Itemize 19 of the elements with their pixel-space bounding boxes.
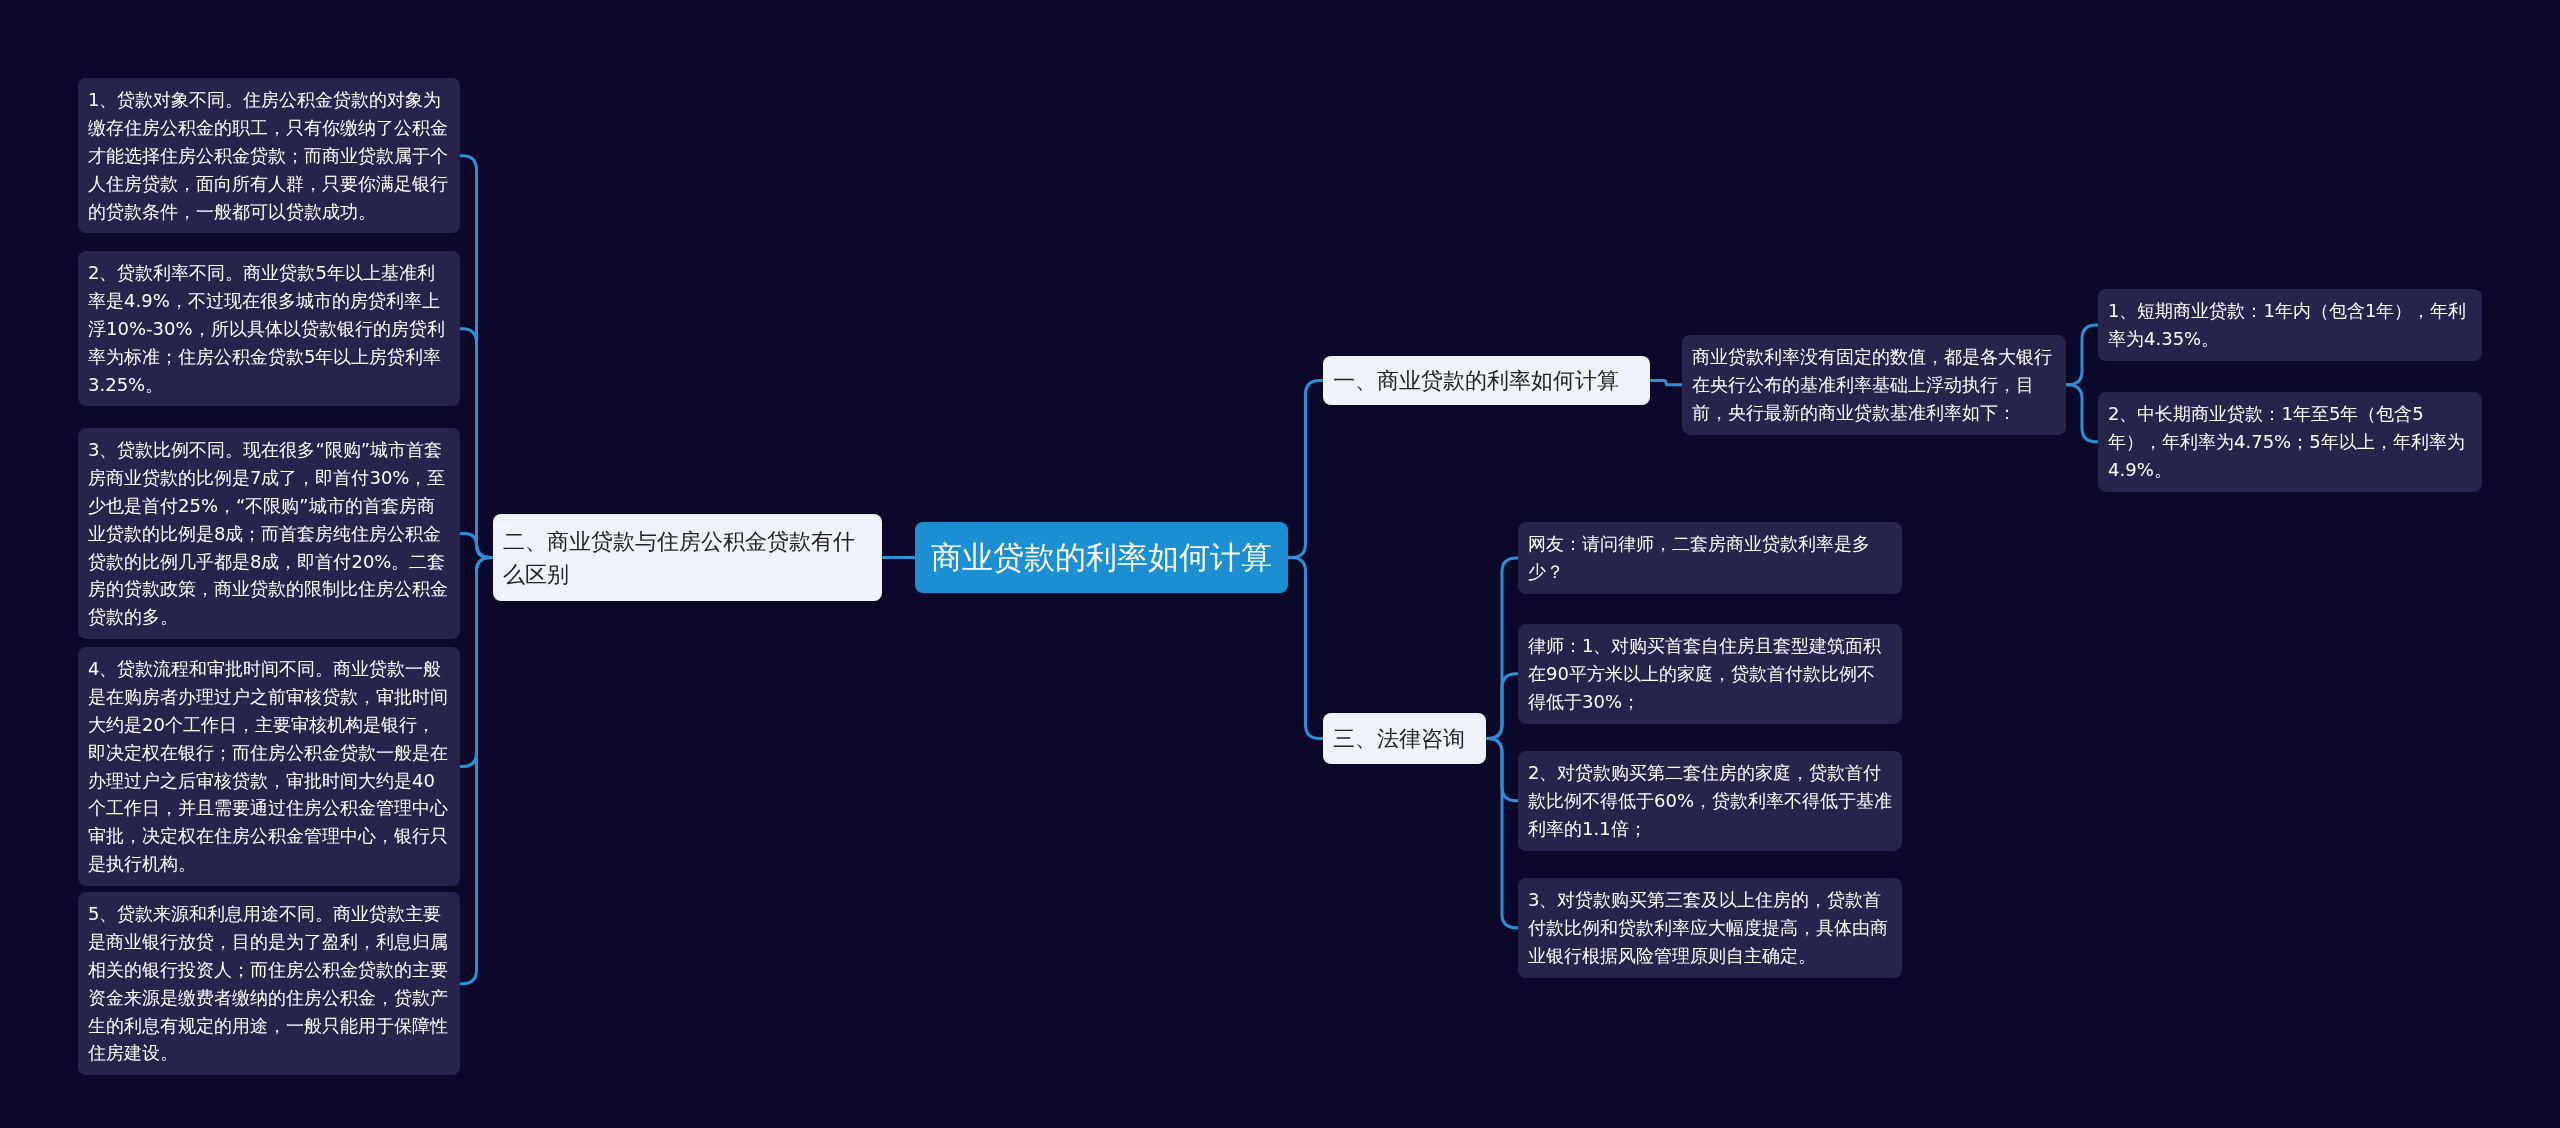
note-box: 商业贷款利率没有固定的数值，都是各大银行在央行公布的基准利率基础上浮动执行，目前，央行最新的商业贷款基准利率如下： [1682,335,2066,435]
note-box: 1、贷款对象不同。住房公积金贷款的对象为缴存住房公积金的职工，只有你缴纳了公积金才能选择住房公积金贷款；而商业贷款属于个人住房贷款，面向所有人群，只要你满足银行的贷款条件，一般都可以贷款成功。 [78,78,460,234]
note-box: 2、贷款利率不同。商业贷款5年以上基准利率是4.9%，不过现在很多城市的房贷利率上浮10%-30%，所以具体以贷款银行的房贷利率为标准；住房公积金贷款5年以上房贷利率3.25%。 [78,251,460,407]
note-box: 2、中长期商业贷款：1年至5年（包含5年），年利率为4.75%；5年以上，年利率为4.9%。 [2098,392,2482,492]
connector-line [2065,383,2099,444]
connector-line [1650,379,1682,387]
connector-line [882,556,915,559]
central-topic-box: 商业贷款的利率如何计算 [915,522,1288,593]
note-box: 5、贷款来源和利息用途不同。商业贷款主要是商业银行放贷，目的是为了盈利，利息归属相关的银行投资人；而住房公积金贷款的主要资金来源是缴费者缴纳的住房公积金，贷款产生的利息有规定的用途，一般只能用于保障性住房建设。 [78,892,460,1076]
topic-box: 一、商业贷款的利率如何计算 [1323,356,1650,405]
note-box: 4、贷款流程和审批时间不同。商业贷款一般是在购房者办理过户之前审核贷款，审批时间大约是20个工作日，主要审核机构是银行，即决定权在银行；而住房公积金贷款一般是在办理过户之后审核贷款，审批时间大约是40个工作日，并且需要通过住房公积金管理中心审批，决定权在住房公积金管理中心，银行只是执行机构。 [78,647,460,887]
note-box: 1、短期商业贷款：1年内（包含1年），年利率为4.35%。 [2098,289,2482,361]
note-box: 律师：1、对购买首套自住房且套型建筑面积在90平方米以上的家庭，贷款首付款比例不得低于30%； [1518,624,1902,724]
topic-box: 三、法律咨询 [1323,713,1486,764]
note-box: 2、对贷款购买第二套住房的家庭，贷款首付款比例不得低于60%，贷款利率不得低于基准利率的1.1倍； [1518,751,1902,851]
note-box: 3、贷款比例不同。现在很多“限购”城市首套房商业贷款的比例是7成了，即首付30%，至少也是首付25%，“不限购”城市的首套房商业贷款的比例是8成；而首套房纯住房公积金贷款的比例几乎都是8成，即首付20%。二套房的贷款政策，商业贷款的限制比住房公积金贷款的多。 [78,428,460,640]
topic-box: 二、商业贷款与住房公积金贷款有什么区别 [493,514,882,601]
note-box: 网友：请问律师，二套房商业贷款利率是多少？ [1518,522,1902,594]
note-box: 3、对贷款购买第三套及以上住房的，贷款首付款比例和贷款利率应大幅度提高，具体由商业银行根据风险管理原则自主确定。 [1518,878,1902,978]
